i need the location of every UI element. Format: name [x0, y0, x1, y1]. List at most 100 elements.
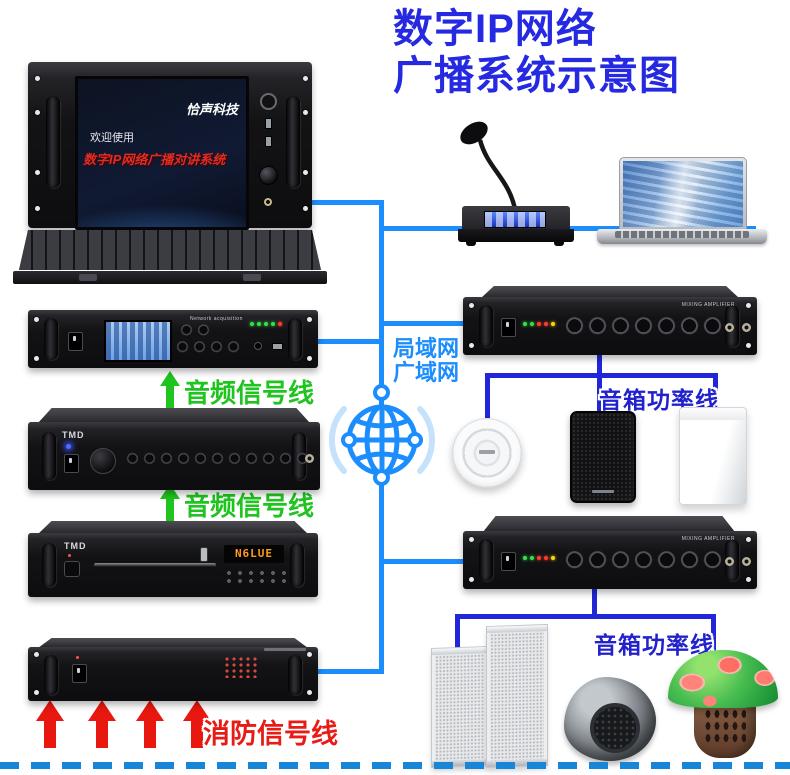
screen-brand-text: 恰声科技 — [185, 102, 238, 117]
host-pc-rail — [13, 271, 327, 284]
power-button — [260, 93, 277, 110]
screw — [303, 206, 308, 211]
cd-player: TMD N6LUE — [28, 521, 318, 601]
screw — [307, 356, 312, 361]
led-row — [523, 556, 558, 574]
screw — [35, 110, 40, 115]
host-pc-handle-left — [46, 96, 60, 188]
mic-jack — [264, 198, 272, 206]
page-title: 数字IP网络 广播系统示意图 — [393, 6, 680, 100]
screw — [469, 537, 474, 542]
usb-port — [272, 343, 283, 350]
network-line-amp-top — [382, 321, 470, 326]
screen-welcome-text: 欢迎使用 — [90, 132, 134, 144]
aux-jack — [725, 557, 734, 566]
laptop-base — [597, 229, 767, 244]
amp-label: MIXING AMPLIFIER — [681, 536, 735, 542]
host-pc-screen: 恰声科技 欢迎使用 数字IP网络广播对讲系统 — [75, 76, 249, 230]
speaker-logo-bar — [479, 450, 495, 454]
screw — [746, 537, 751, 542]
network-cloud-label: 局域网 广域网 — [393, 337, 459, 385]
fire-arrow-icon — [88, 700, 116, 750]
screw — [307, 317, 312, 322]
power-switch — [72, 664, 87, 683]
network-line-fire-unit — [308, 669, 382, 674]
bottom-dashed-line — [0, 762, 790, 769]
handle-left — [42, 432, 56, 480]
screw — [34, 652, 39, 657]
screw — [34, 690, 39, 695]
indicator-grid — [224, 656, 260, 678]
power-button — [64, 561, 80, 577]
stem-grille — [704, 708, 746, 746]
screw — [35, 76, 40, 81]
audio-signal-label-1: 音频信号线 — [184, 378, 315, 408]
laptop-screen-image — [623, 161, 743, 227]
handle-left — [479, 539, 493, 581]
fire-arrow-icon — [183, 700, 211, 750]
screw — [35, 206, 40, 211]
screw — [303, 110, 308, 115]
knob-row — [563, 314, 724, 340]
screen-system-text: 数字IP网络广播对讲系统 — [83, 152, 226, 167]
mic-keypad-screen — [484, 211, 546, 228]
chassis-top — [483, 516, 735, 532]
power-led — [68, 554, 71, 557]
speaker-power-label-2: 音箱功率线 — [594, 632, 714, 658]
gooseneck-icon — [460, 121, 519, 215]
chassis-top — [38, 408, 310, 423]
mixing-amplifier-top: MIXING AMPLIFIER — [463, 286, 757, 358]
screw — [303, 170, 308, 175]
screw — [746, 577, 751, 582]
wall-speaker-white — [679, 407, 747, 505]
power-line-amp-bottom-feed — [592, 588, 597, 619]
knob-row — [563, 548, 724, 574]
fire-alarm-unit — [28, 638, 318, 702]
title-line1: 数字IP网络 — [393, 7, 597, 51]
speaker-top-face — [680, 408, 746, 420]
network-globe-icon — [329, 404, 435, 476]
power-line-column-drop — [455, 614, 460, 651]
ir-sensor — [254, 342, 262, 350]
wall-speaker-black — [570, 411, 636, 503]
fire-arrow-icon — [36, 700, 64, 750]
chassis-top — [38, 638, 308, 648]
wan-label: 广域网 — [393, 360, 460, 385]
laptop — [597, 157, 767, 251]
screw — [35, 170, 40, 175]
lcd-display — [104, 320, 172, 362]
fire-arrow-icon — [136, 700, 164, 750]
power-led — [76, 656, 79, 659]
mic-base-front — [458, 229, 574, 242]
screw — [34, 356, 39, 361]
usb-port — [200, 547, 208, 562]
trunk-node-top-icon — [373, 384, 390, 401]
master-knob — [90, 448, 116, 474]
power-line-black-box-drop — [597, 373, 602, 415]
brand-text: TMD — [62, 430, 85, 440]
rail-latch — [79, 274, 97, 281]
rock-speaker — [564, 677, 656, 761]
mic-base-top — [462, 206, 570, 230]
handle-left — [44, 655, 58, 695]
host-pc-handle-right — [286, 96, 300, 188]
column-cap — [432, 647, 488, 655]
network-line-amp-bottom — [382, 559, 470, 564]
paging-microphone — [452, 118, 582, 248]
screw — [469, 343, 474, 348]
power-switch — [501, 552, 516, 571]
screw — [307, 690, 312, 695]
power-line-bottom-bracket — [455, 614, 716, 619]
power-switch — [64, 454, 79, 473]
power-line-amp-top-feed — [597, 352, 602, 378]
power-switch — [68, 332, 83, 351]
laptop-keyboard — [615, 231, 749, 238]
power-line-white-box-drop — [713, 373, 718, 409]
mushroom-cap — [668, 650, 778, 708]
power-line-mushroom-drop — [711, 614, 716, 662]
usb-port — [265, 136, 272, 147]
chassis-top — [38, 521, 308, 534]
usb-port — [265, 118, 272, 129]
audio-arrow-icon — [160, 371, 180, 408]
screw — [746, 343, 751, 348]
